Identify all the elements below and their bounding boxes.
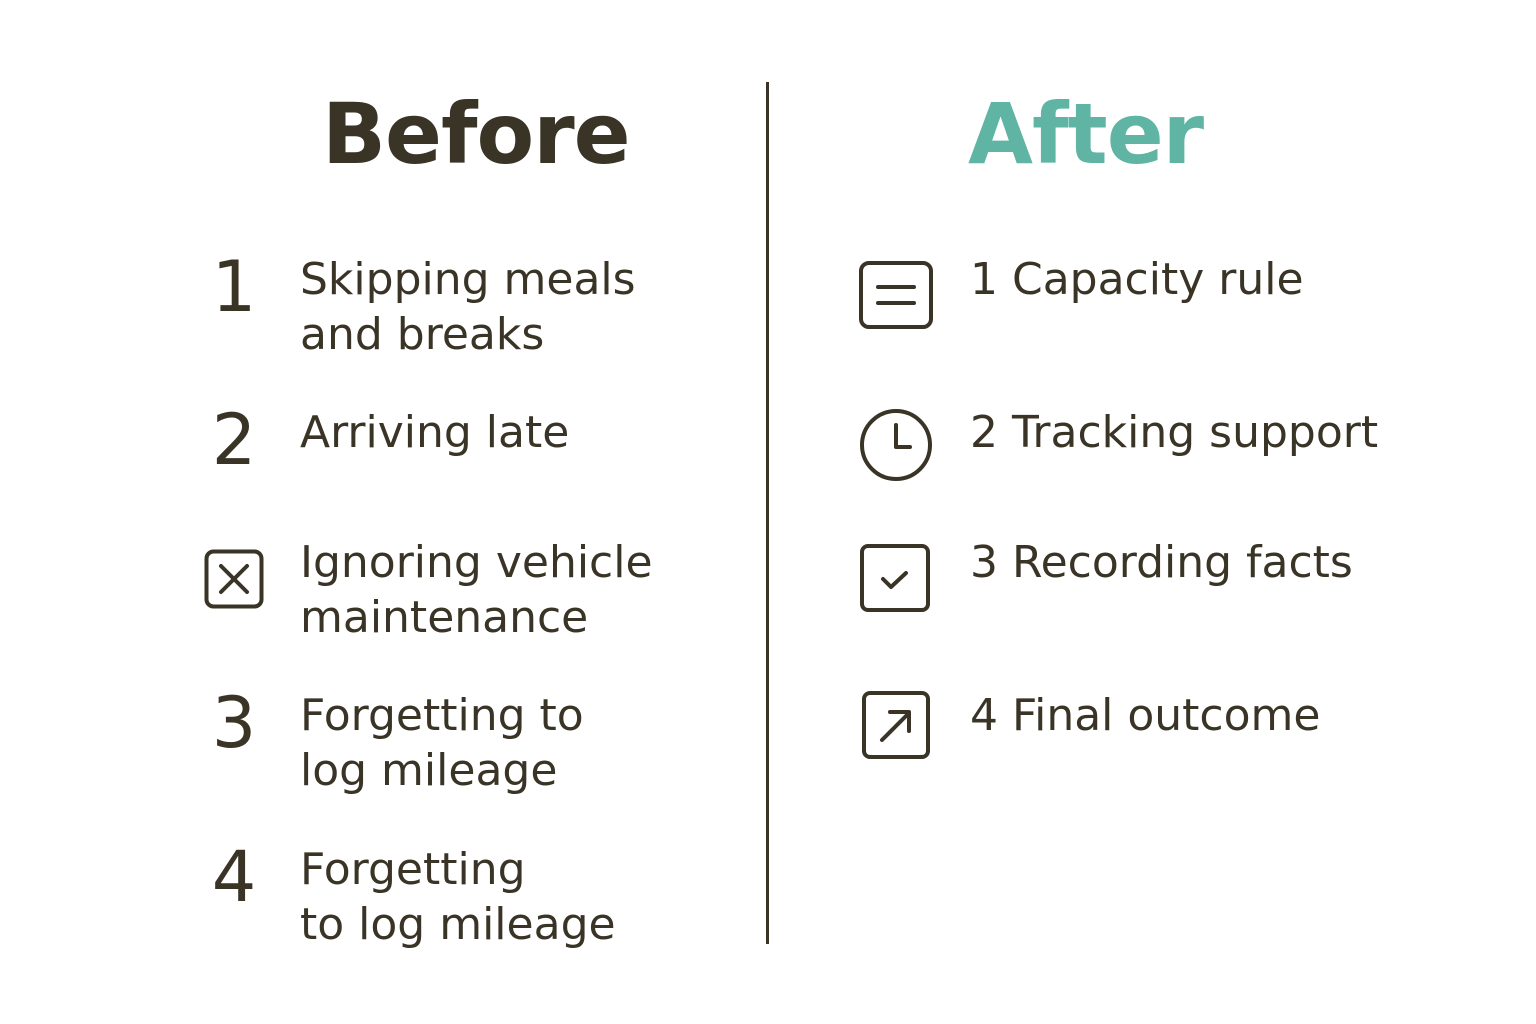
column-divider: [766, 82, 769, 944]
before-item-text: log mileage: [300, 745, 558, 796]
before-item-number: 4: [211, 836, 257, 918]
list-box-icon: [858, 260, 933, 330]
before-item-text: Forgetting: [300, 844, 526, 895]
before-item-text: Ignoring vehicle: [300, 537, 653, 588]
arrow-box-icon: [858, 690, 930, 760]
after-item-text: 4 Final outcome: [970, 690, 1321, 741]
before-item-number: 2: [211, 399, 257, 481]
before-item-text: Arriving late: [300, 407, 570, 458]
before-item-number: 1: [211, 246, 257, 328]
after-item-text: 1 Capacity rule: [970, 254, 1304, 305]
before-item-text: and breaks: [300, 309, 545, 360]
before-item-number: 3: [211, 682, 257, 764]
before-item-text: Skipping meals: [300, 254, 636, 305]
check-box-icon: [858, 543, 930, 613]
before-heading: Before: [322, 85, 631, 183]
after-item-text: 2 Tracking support: [970, 407, 1379, 458]
after-heading: After: [968, 85, 1204, 183]
clock-icon: [858, 407, 932, 481]
after-item-text: 3 Recording facts: [970, 537, 1353, 588]
before-item-text: to log mileage: [300, 899, 616, 950]
x-box-icon: [204, 549, 274, 619]
before-item-text: maintenance: [300, 592, 589, 643]
before-item-text: Forgetting to: [300, 690, 584, 741]
